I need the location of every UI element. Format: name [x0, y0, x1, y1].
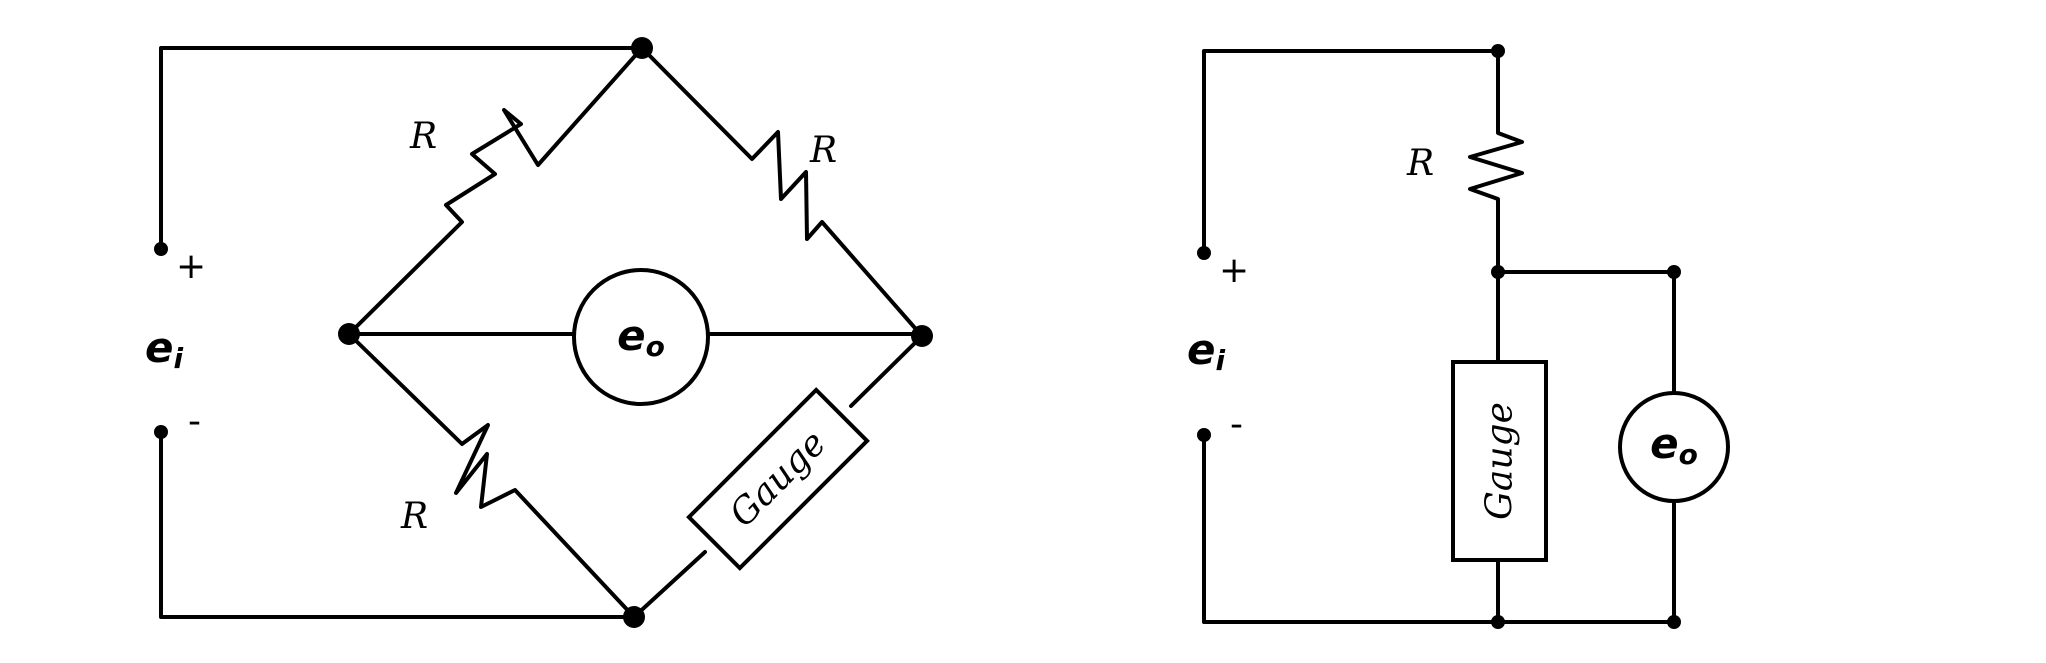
bridge-resistor-bottom-left-label: R: [400, 496, 428, 537]
divider-top-source-wire: [1202, 49, 1500, 255]
bridge-resistor-top-left-label: R: [409, 116, 437, 157]
divider-resistor-label: R: [1406, 143, 1434, 184]
divider-node-bottom: [1491, 615, 1505, 629]
bridge-node-right: [911, 325, 933, 347]
divider-gauge: Gauge: [1451, 360, 1548, 562]
bridge-negative-sign: -: [188, 401, 201, 442]
divider-output-voltage-label: eo: [1650, 419, 1698, 471]
divider-terminal-negative: [1197, 428, 1211, 442]
divider-resistor: [1468, 49, 1524, 274]
divider-negative-sign: -: [1230, 404, 1243, 445]
divider-output-meter: eo: [1618, 391, 1730, 503]
bridge-gauge: Gauge: [686, 387, 870, 571]
bridge-terminal-negative: [154, 425, 168, 439]
bridge-resistor-bottom-left: [347, 332, 636, 619]
bridge-node-left: [338, 323, 360, 345]
bridge-node-top: [631, 37, 653, 59]
bridge-output-voltage-label: eo: [617, 311, 665, 363]
divider-gauge-label: Gauge: [1480, 402, 1521, 520]
divider-node-right-top: [1667, 265, 1681, 279]
bridge-gauge-wire-upper: [849, 334, 924, 408]
bridge-output-meter: eo: [572, 268, 710, 406]
divider-node-middle: [1491, 265, 1505, 279]
bridge-resistor-top-right: [640, 46, 924, 338]
bridge-node-bottom: [623, 606, 645, 628]
divider-bottom-source-wire: [1202, 433, 1676, 624]
divider-node-top: [1491, 44, 1505, 58]
bridge-input-voltage-label: ei: [145, 323, 184, 375]
divider-circuit: Gauge eo R + - ei: [1187, 44, 1730, 629]
divider-input-voltage-label: ei: [1187, 325, 1226, 377]
bridge-gauge-wire-lower: [632, 550, 707, 619]
bridge-resistor-top-left: [347, 46, 644, 336]
divider-terminal-positive: [1197, 246, 1211, 260]
bridge-top-source-wire: [159, 46, 644, 251]
bridge-circuit: Gauge eo R R R + - ei: [145, 37, 933, 628]
bridge-positive-sign: +: [176, 246, 206, 287]
divider-positive-sign: +: [1219, 250, 1249, 291]
bridge-resistor-top-right-label: R: [809, 130, 837, 171]
bridge-terminal-positive: [154, 242, 168, 256]
bridge-bottom-source-wire: [159, 430, 636, 619]
divider-node-right-bottom: [1667, 615, 1681, 629]
